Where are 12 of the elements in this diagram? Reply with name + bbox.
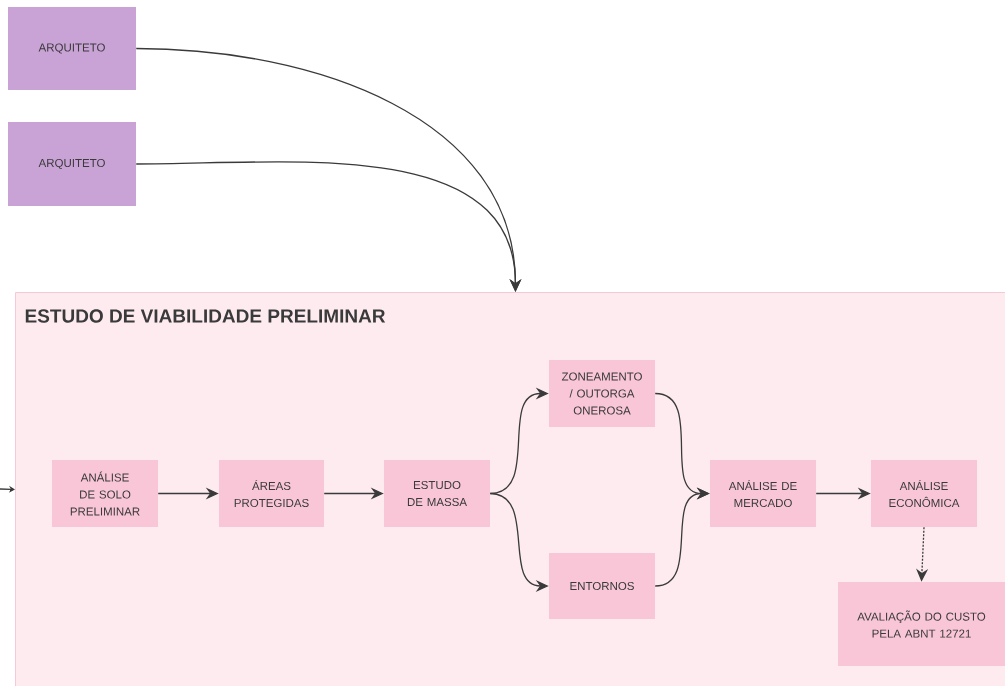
process-box: ANÁLISE DE SOLO PRELIMINAR [52,460,158,527]
process-box: ESTUDO DE MASSA [384,460,490,527]
process-box: AVALIAÇÃO DO CUSTO PELA ABNT 12721 [838,582,1005,666]
process-box: ANÁLISE ECONÔMICA [871,460,977,527]
process-box: ANÁLISE DE MERCADO [710,460,816,527]
arrow [135,161,522,292]
process-box: ÁREAS PROTEGIDAS [219,460,324,527]
role-box: ARQUITETO [8,7,136,90]
process-box: ENTORNOS [549,553,655,619]
arrow [0,485,15,493]
role-box: ARQUITETO [8,122,136,206]
process-box: ZONEAMENTO / OUTORGA ONEROSA [549,360,655,427]
